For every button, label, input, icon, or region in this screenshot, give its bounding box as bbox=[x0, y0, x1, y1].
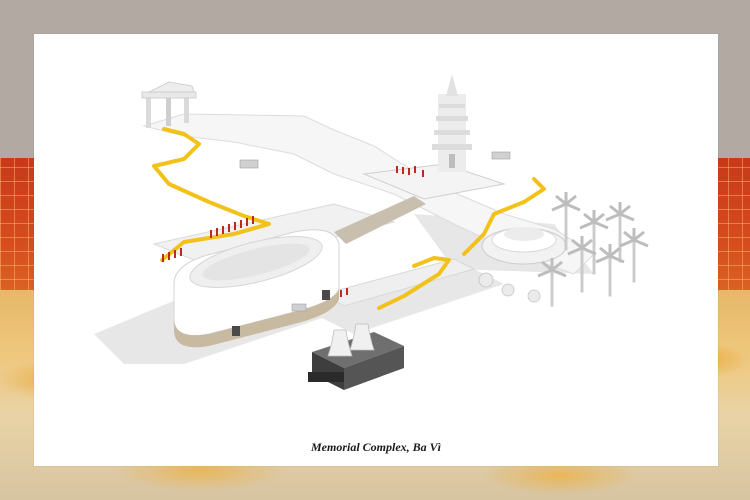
palm-grove bbox=[478, 192, 649, 307]
round-pavilion bbox=[481, 227, 567, 265]
trucks bbox=[239, 151, 511, 312]
visitor-path bbox=[152, 127, 546, 310]
tunnel bbox=[334, 196, 426, 244]
power-plant bbox=[308, 323, 404, 390]
caption: Memorial Complex, Ba Vì bbox=[310, 440, 441, 454]
memorial-complex-illustration bbox=[94, 74, 649, 390]
pagoda-tower bbox=[362, 74, 506, 200]
entrance-gate bbox=[141, 81, 197, 128]
illustration-card: Memorial Complex, Ba Vì bbox=[34, 34, 718, 466]
